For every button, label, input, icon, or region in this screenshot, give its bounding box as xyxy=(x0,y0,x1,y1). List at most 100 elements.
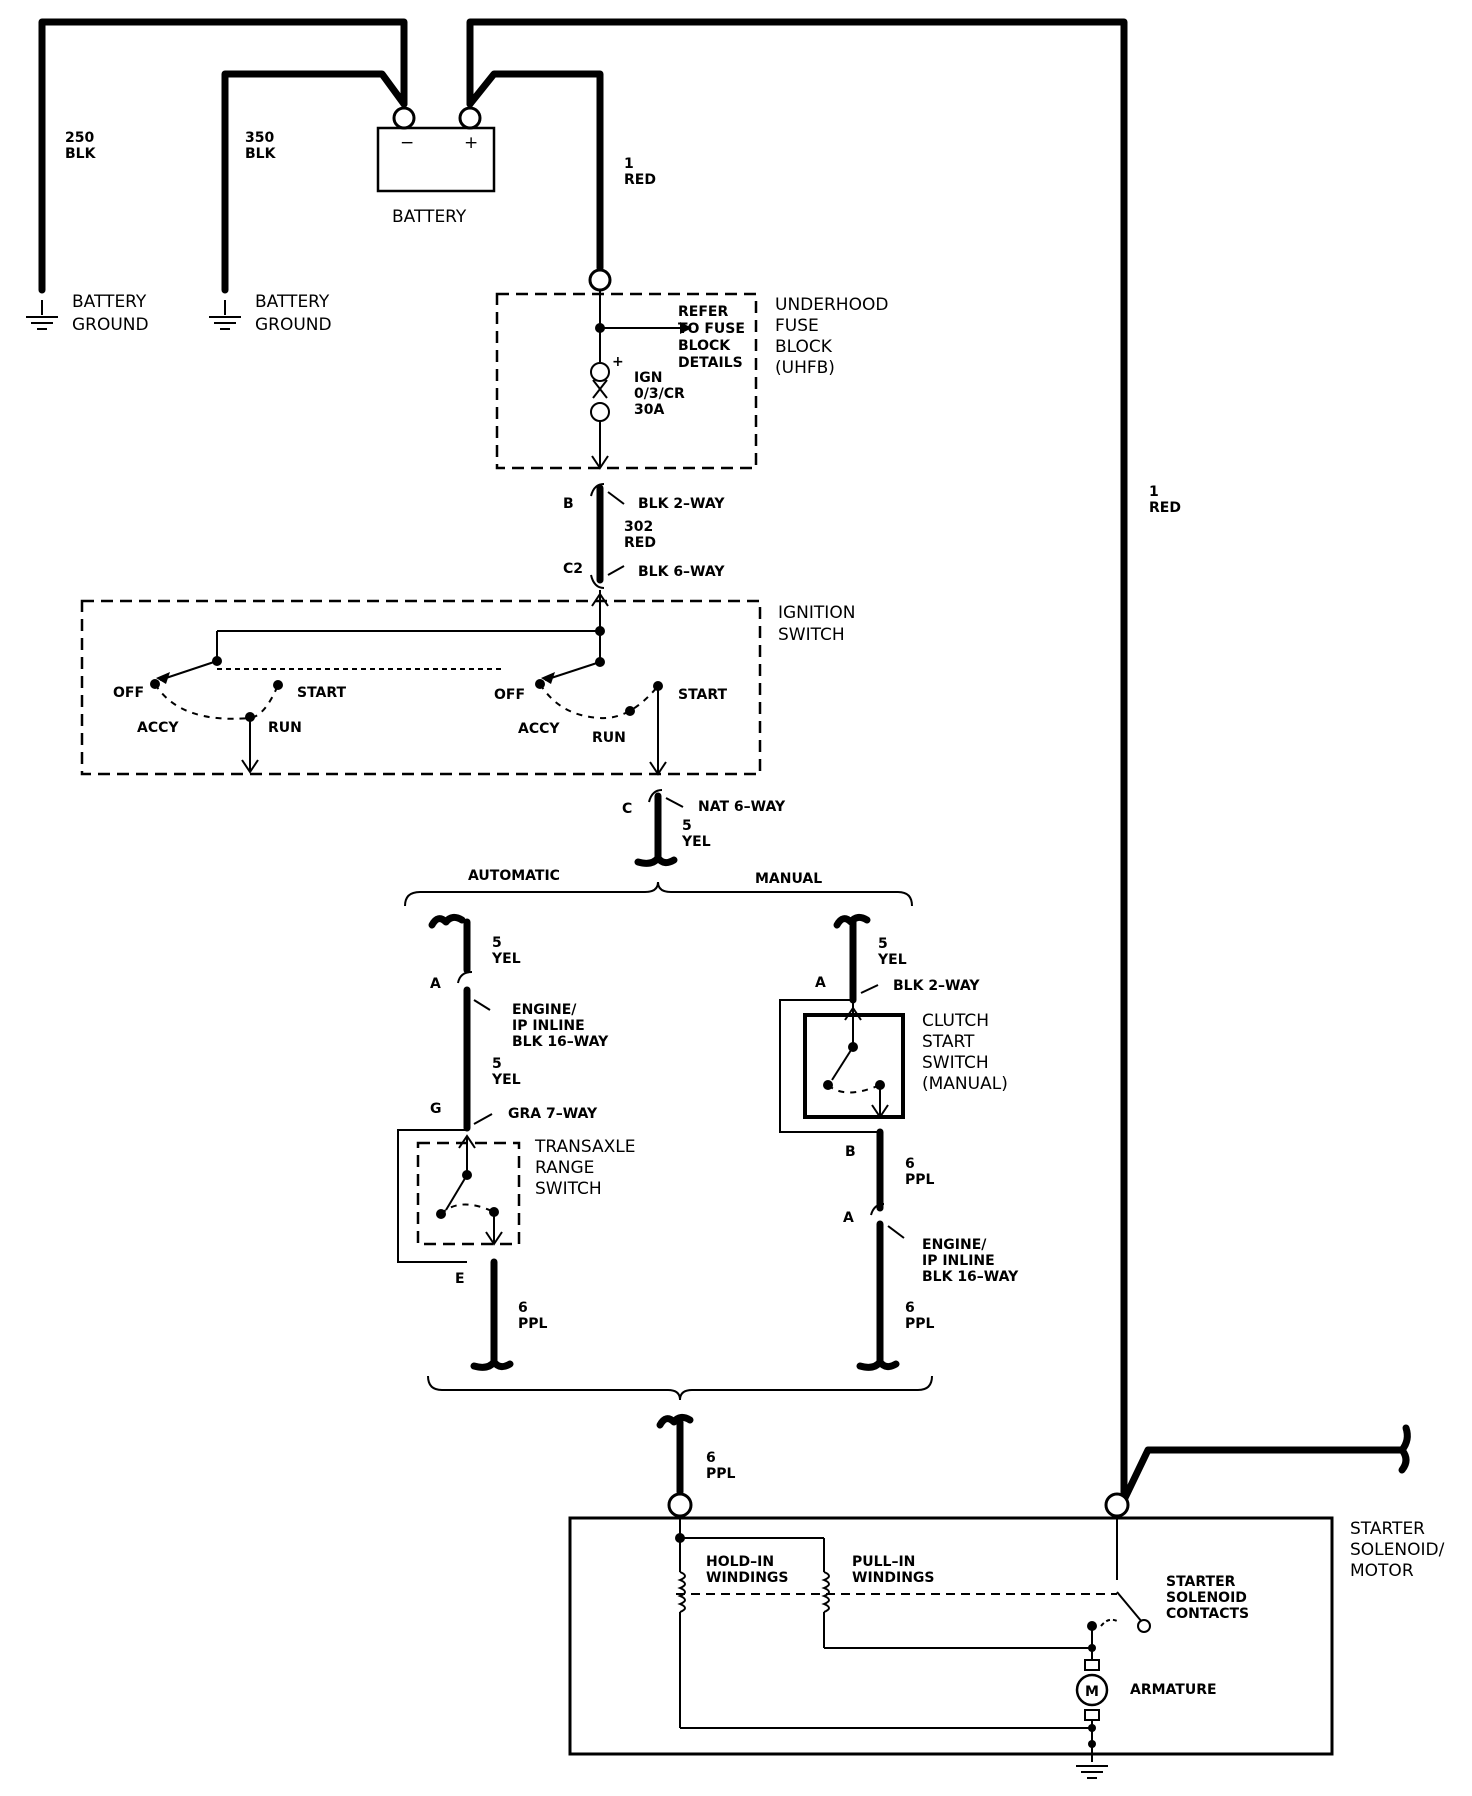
fuse-block-title-2: FUSE xyxy=(775,316,819,336)
armature-motor-icon xyxy=(1075,1673,1109,1707)
transaxle-switch-internals xyxy=(436,1134,503,1246)
ground-symbol-left xyxy=(26,300,58,330)
wire-6-solenoid-number: 6 xyxy=(706,1450,716,1466)
ignition-switch-internals xyxy=(150,590,667,776)
hold-in-label-1: HOLD–IN xyxy=(706,1554,774,1570)
battery-negative-sign: − xyxy=(400,133,414,153)
fuse-plus-sign: + xyxy=(612,354,624,370)
connector-c-pin: C xyxy=(622,801,632,817)
wire-5-manual-color: YEL xyxy=(877,952,907,968)
battery-positive-terminal xyxy=(458,106,482,130)
ign-right-run: RUN xyxy=(592,730,626,746)
fuse-label-3: 30A xyxy=(634,402,664,418)
connector-c2-pin: C2 xyxy=(563,561,583,577)
transaxle-title-2: RANGE xyxy=(535,1158,594,1178)
hold-in-label-2: WINDINGS xyxy=(706,1570,789,1586)
wire-1-red-right xyxy=(466,18,1128,1506)
branch-automatic-label: AUTOMATIC xyxy=(468,868,560,884)
ground-right-label-2: GROUND xyxy=(255,315,332,335)
refer-text-4: DETAILS xyxy=(678,355,743,371)
ignition-switch-outline xyxy=(80,599,762,776)
wire-250-color: BLK xyxy=(65,146,97,162)
wire-1-red-top-color: RED xyxy=(624,172,656,188)
wire-1-red-right-color: RED xyxy=(1149,500,1181,516)
ignition-switch-title-1: IGNITION xyxy=(778,603,855,623)
refer-text-3: BLOCK xyxy=(678,338,731,354)
battery-positive-sign: + xyxy=(464,133,478,153)
wire-6-auto-number: 6 xyxy=(518,1300,528,1316)
fuse-block-title-4: (UHFB) xyxy=(775,358,835,378)
underhood-fuse-block-outline xyxy=(495,292,758,470)
wire-5-yel-ignition xyxy=(634,789,684,867)
transaxle-title-3: SWITCH xyxy=(535,1179,602,1199)
ignition-switch-title-2: SWITCH xyxy=(778,625,845,645)
fuse-block-input-terminal xyxy=(588,268,612,292)
ground-left-label-2: GROUND xyxy=(72,315,149,335)
wire-6-auto-color: PPL xyxy=(518,1316,548,1332)
starter-title-2: SOLENOID/ xyxy=(1350,1540,1445,1560)
fuse-block-title-3: BLOCK xyxy=(775,337,833,357)
connector-man-a2-desc-3: BLK 16–WAY xyxy=(922,1269,1019,1285)
pull-in-label-2: WINDINGS xyxy=(852,1570,935,1586)
refer-arrow-icon xyxy=(680,322,692,334)
wire-350-number: 350 xyxy=(245,130,274,146)
connector-c-desc: NAT 6–WAY xyxy=(698,799,786,815)
connector-b-pin: B xyxy=(563,496,574,512)
wire-5-ign-color: YEL xyxy=(681,834,711,850)
manual-branch-wiring xyxy=(833,913,879,1004)
fuse-element-icon xyxy=(592,379,608,399)
wire-5-auto-g-number: 5 xyxy=(492,1056,502,1072)
ign-left-off: OFF xyxy=(113,685,144,701)
connector-man-a-pin: A xyxy=(815,975,826,991)
connector-auto-g-pin: G xyxy=(430,1101,442,1117)
ign-left-accy: ACCY xyxy=(137,720,179,736)
fuse-upper-terminal xyxy=(590,362,610,382)
starter-solenoid-motor-outline xyxy=(568,1516,1334,1756)
wire-5-auto-a-number: 5 xyxy=(492,935,502,951)
branch-brace-bottom xyxy=(427,1375,933,1401)
solenoid-battery-terminal xyxy=(1104,1492,1130,1518)
branch-brace-top xyxy=(404,881,913,907)
wire-1-red-top xyxy=(466,70,604,272)
connector-man-a-desc: BLK 2–WAY xyxy=(893,978,980,994)
wire-1-red-right-number: 1 xyxy=(1149,484,1159,500)
contacts-label-1: STARTER xyxy=(1166,1574,1236,1590)
clutch-title-2: START xyxy=(922,1032,975,1052)
wire-302-color: RED xyxy=(624,535,656,551)
wire-1-red-continuation xyxy=(1120,1446,1406,1504)
transaxle-switch-frame xyxy=(397,1129,467,1263)
connector-man-a2-desc-2: IP INLINE xyxy=(922,1253,995,1269)
automatic-branch-wiring xyxy=(428,913,493,1132)
connector-man-a2-desc-1: ENGINE/ xyxy=(922,1237,987,1253)
fuse-block-internals xyxy=(590,290,692,470)
wire-6-man-a-number: 6 xyxy=(905,1300,915,1316)
connector-man-b-pin: B xyxy=(845,1144,856,1160)
battery-ground-wires xyxy=(38,18,408,294)
starter-title-3: MOTOR xyxy=(1350,1561,1414,1581)
wire-1-red-top-number: 1 xyxy=(624,156,634,172)
transaxle-range-switch-box xyxy=(416,1141,521,1246)
wire-5-manual-number: 5 xyxy=(878,936,888,952)
wire-6-ppl-solenoid xyxy=(656,1413,694,1496)
clutch-title-4: (MANUAL) xyxy=(922,1074,1008,1094)
wire-5-ign-number: 5 xyxy=(682,818,692,834)
connector-auto-a-desc-3: BLK 16–WAY xyxy=(512,1034,609,1050)
clutch-switch-internals xyxy=(823,1000,889,1119)
wire-302-number: 302 xyxy=(624,519,653,535)
wire-250-number: 250 xyxy=(65,130,94,146)
connector-auto-a-desc-2: IP INLINE xyxy=(512,1018,585,1034)
wire-5-auto-a-color: YEL xyxy=(491,951,521,967)
connector-auto-e-pin: E xyxy=(455,1271,465,1287)
armature-motor-letter: M xyxy=(1085,1684,1099,1700)
battery-negative-terminal xyxy=(392,106,416,130)
wire-6-solenoid-color: PPL xyxy=(706,1466,736,1482)
manual-output-wiring xyxy=(856,1128,905,1371)
wire-6-man-a-color: PPL xyxy=(905,1316,935,1332)
connector-auto-g-desc: GRA 7–WAY xyxy=(508,1106,598,1122)
ground-symbol-right xyxy=(209,300,241,330)
wire-250-blk xyxy=(38,18,408,294)
transaxle-title-1: TRANSAXLE xyxy=(534,1137,635,1157)
branch-manual-label: MANUAL xyxy=(755,871,822,887)
fuse-lower-terminal xyxy=(590,402,610,422)
